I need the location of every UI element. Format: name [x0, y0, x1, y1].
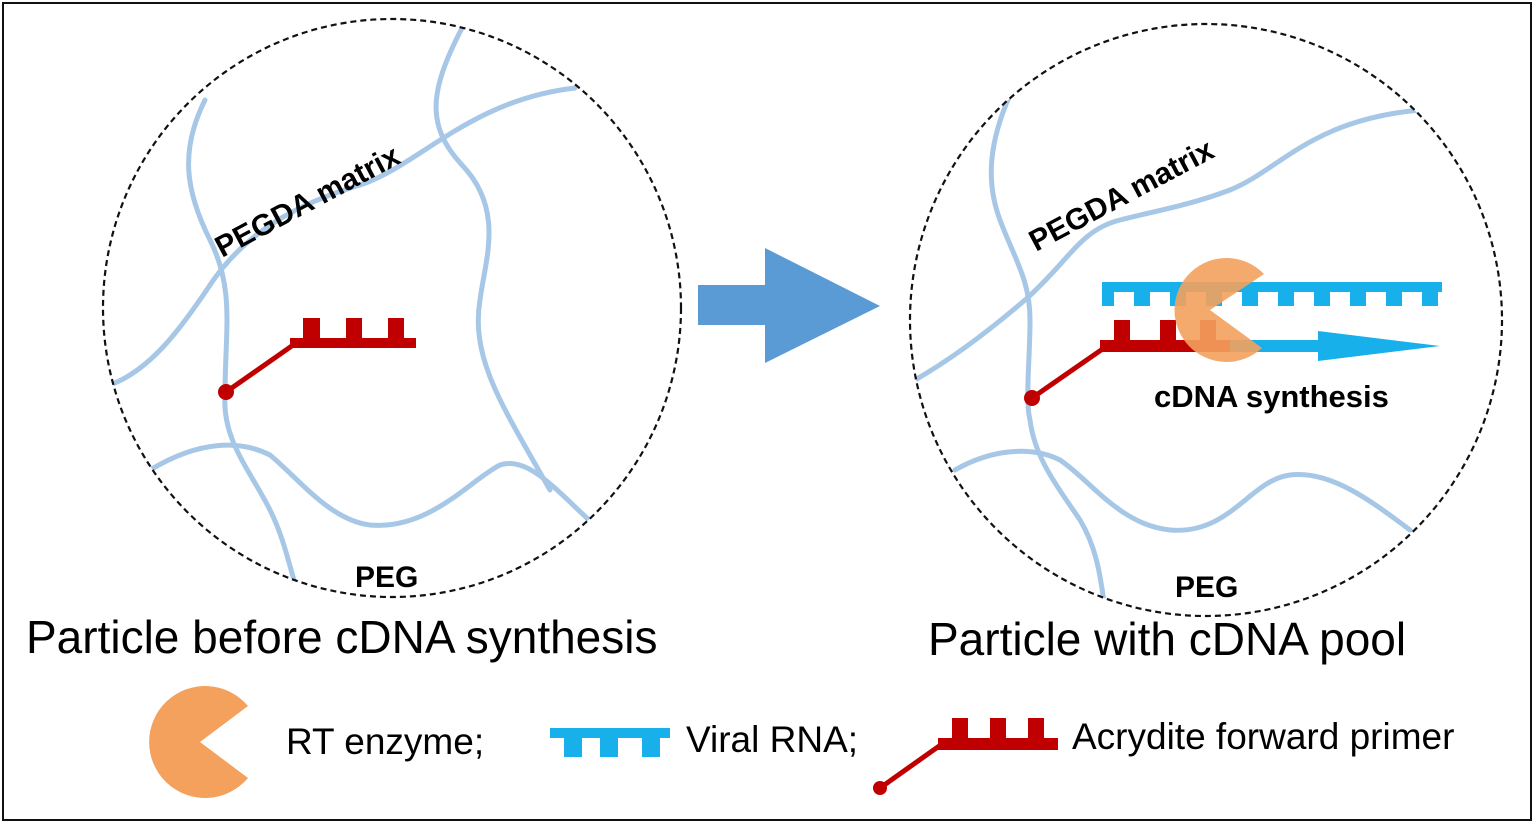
caption-after: Particle with cDNA pool	[928, 613, 1406, 665]
legend: RT enzyme; Viral RNA; Acrydite forward p…	[149, 685, 1454, 799]
peg-strand	[912, 107, 1423, 383]
peg-network-left	[107, 25, 603, 597]
peg-strand	[107, 85, 578, 388]
peg-strand	[147, 442, 603, 533]
legend-viral-rna: Viral RNA;	[686, 719, 858, 760]
right-arrow-icon	[698, 248, 880, 363]
matrix-label-left: PEGDA matrix	[210, 139, 406, 264]
legend-rt-enzyme: RT enzyme;	[286, 721, 484, 762]
peg-label-left: PEG	[355, 561, 418, 594]
peg-strand	[952, 448, 1413, 533]
tethered-primer-icon	[873, 718, 1058, 795]
panel-before: PEGDA matrix PEG Particle before cDNA sy…	[26, 17, 683, 663]
particle-boundary-left	[101, 17, 683, 599]
cdna-arrow	[1225, 331, 1440, 361]
panel-after: PEGDA matrix cDNA synthesis PEG Particle…	[908, 22, 1504, 665]
particle-boundary-right	[908, 22, 1504, 618]
legend-primer: Acrydite forward primer	[1072, 716, 1454, 757]
peg-strand	[988, 92, 1108, 613]
matrix-label-right: PEGDA matrix	[1024, 133, 1220, 258]
process-label: cDNA synthesis	[1154, 379, 1389, 414]
primer-left	[218, 318, 416, 400]
caption-before: Particle before cDNA synthesis	[26, 611, 658, 663]
peg-label-right: PEG	[1175, 571, 1238, 604]
rt-enzyme-shape	[1174, 258, 1264, 363]
peg-strand	[433, 25, 553, 493]
peg-strand	[186, 97, 303, 597]
pacman-enzyme-icon	[149, 685, 248, 799]
peg-network-right	[912, 92, 1423, 613]
comb-strand-icon	[550, 728, 670, 757]
viral-rna-strand	[1102, 282, 1442, 306]
